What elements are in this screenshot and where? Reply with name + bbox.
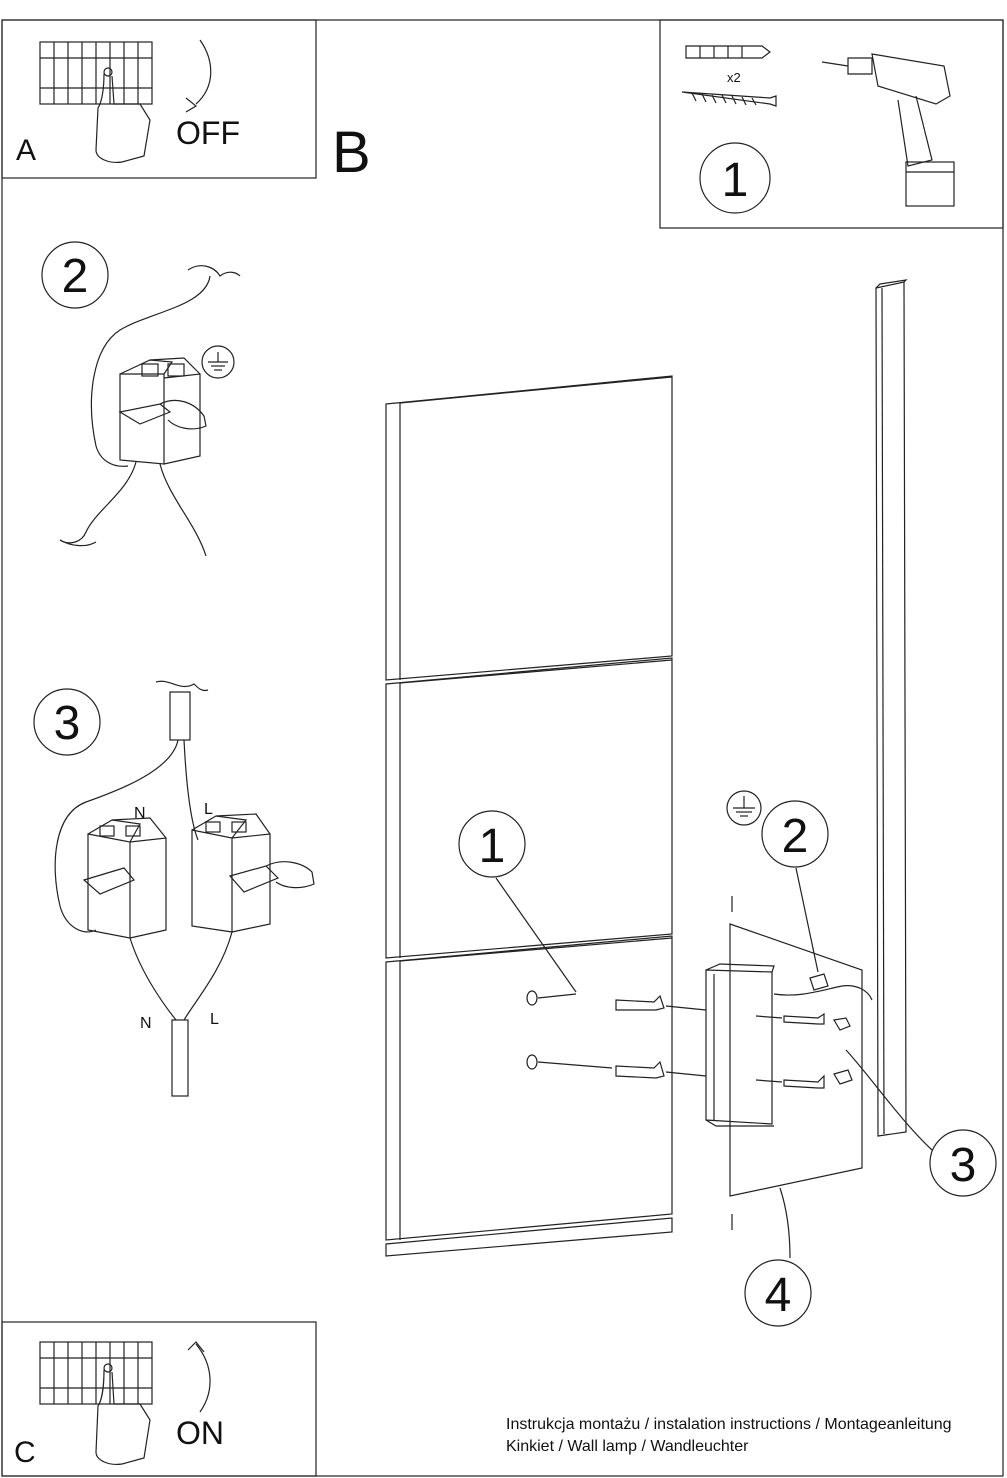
callout-1-leader xyxy=(495,877,577,993)
step-2-number: 2 xyxy=(62,250,89,303)
callout-4-circle xyxy=(744,1259,812,1327)
screw-icon xyxy=(681,91,777,107)
breaker-panel-off-icon xyxy=(39,39,212,163)
bracket-screws xyxy=(731,896,873,1230)
breaker-panel-on-icon xyxy=(39,1341,211,1465)
callout-2-number: 2 xyxy=(782,810,809,863)
panel-c-on-label: ON xyxy=(176,1415,224,1451)
wall-plug-icon xyxy=(685,45,771,59)
step-3-terminal-illustration xyxy=(54,680,315,1097)
step-2-terminal-illustration xyxy=(59,265,241,557)
drill-icon xyxy=(821,53,955,207)
panel-c-letter: C xyxy=(14,1436,36,1469)
ground-symbol xyxy=(726,790,762,826)
footer-caption: Instrukcja montażu / instalation instruc… xyxy=(506,1414,952,1458)
wall-holes-and-plugs xyxy=(526,990,707,1079)
cable-n-label: N xyxy=(140,1015,152,1032)
step-1-number: 1 xyxy=(722,154,749,207)
footer-line-1: Instrukcja montażu / instalation instruc… xyxy=(506,1416,952,1433)
ground-symbol-2 xyxy=(201,345,235,379)
panel-b-letter: B xyxy=(332,120,371,185)
outer-frame xyxy=(1,19,1004,1477)
tools-box xyxy=(659,19,1004,229)
callout-3-number: 3 xyxy=(950,1139,977,1192)
callout-2-leader xyxy=(795,867,819,973)
wall-panels xyxy=(385,375,673,1257)
terminal-n-label: N xyxy=(134,805,146,822)
callout-4-leader xyxy=(779,1187,791,1259)
step-3-circle xyxy=(33,688,101,756)
terminal-l-label: L xyxy=(204,801,213,818)
panel-a-off-label: OFF xyxy=(176,115,240,151)
step-1-circle xyxy=(699,142,771,214)
panel-a-box xyxy=(1,19,317,179)
callout-3-circle xyxy=(929,1129,997,1197)
cable-l-label: L xyxy=(210,1011,219,1028)
panel-c-box xyxy=(1,1321,317,1477)
panel-a-letter: A xyxy=(16,134,36,167)
step-2-circle xyxy=(41,241,109,309)
callout-1-circle xyxy=(458,810,526,878)
mounting-bracket xyxy=(705,923,863,1197)
footer-line-2: Kinkiet / Wall lamp / Wandleuchter xyxy=(506,1438,749,1455)
callout-3-leader xyxy=(845,1049,933,1151)
callout-1-number: 1 xyxy=(479,820,506,873)
step-3-number: 3 xyxy=(54,697,81,750)
callout-2-circle xyxy=(761,800,829,868)
callout-4-number: 4 xyxy=(765,1269,792,1322)
quantity-label: x2 xyxy=(727,70,741,85)
wall-lamp-bar xyxy=(875,279,908,1137)
